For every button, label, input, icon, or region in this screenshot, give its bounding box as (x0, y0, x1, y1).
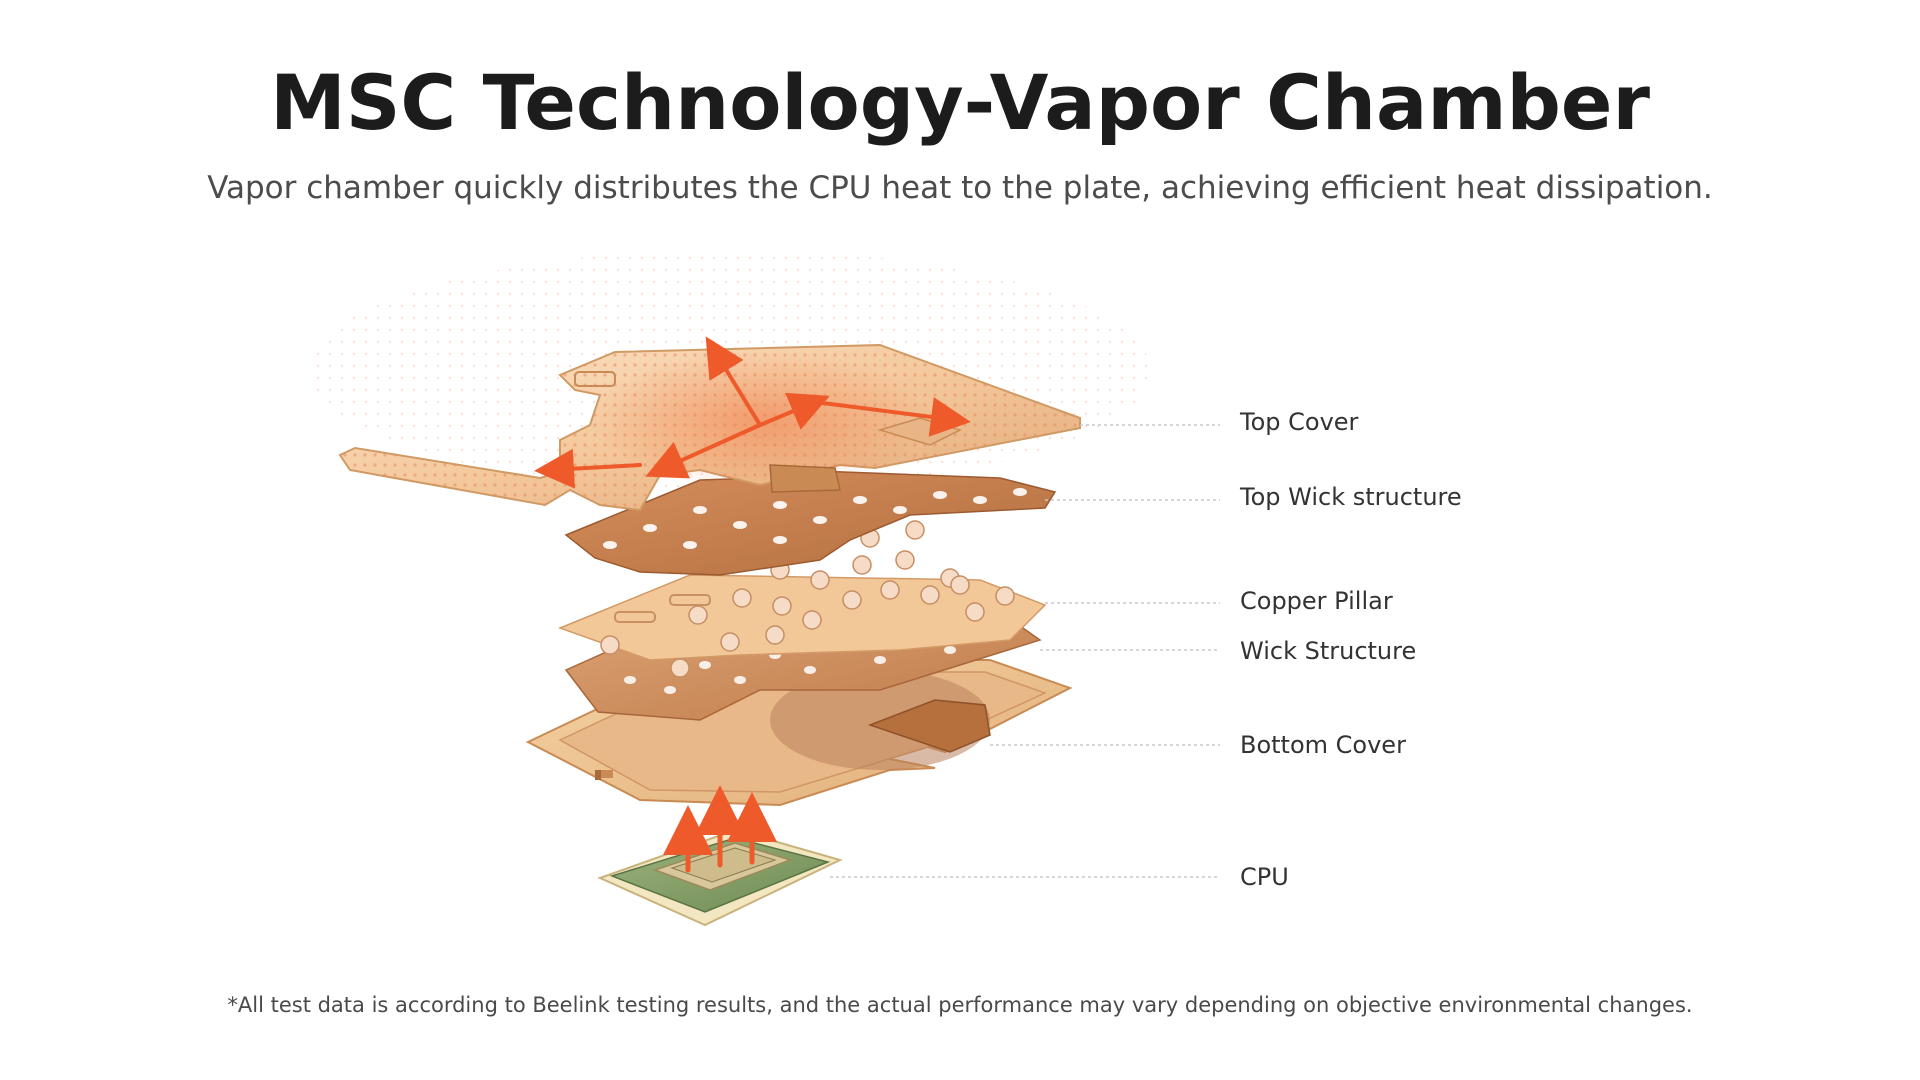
bottom-cover-layer (525, 659, 1073, 807)
page-subtitle: Vapor chamber quickly distributes the CP… (207, 170, 1713, 206)
footnote-disclaimer: *All test data is according to Beelink t… (227, 993, 1693, 1017)
label-copper-pillar: Copper Pillar (1240, 587, 1393, 615)
top-wick-layer (564, 469, 1057, 576)
cpu-chip (597, 828, 843, 927)
label-top-cover: Top Cover (1240, 408, 1359, 436)
leader-lines (830, 424, 1220, 878)
label-top-wick-structure: Top Wick structure (1240, 483, 1462, 511)
pillar-layer-slots (614, 594, 711, 623)
label-bottom-cover: Bottom Cover (1240, 731, 1406, 759)
copper-pillar-layer (557, 520, 1047, 678)
label-cpu: CPU (1240, 863, 1289, 891)
heat-glow (590, 350, 930, 490)
label-wick-structure: Wick Structure (1240, 637, 1417, 665)
cpu-heat-arrows (663, 785, 777, 873)
heat-spread-arrows (534, 336, 971, 489)
copper-pillars (600, 520, 1015, 678)
page-title: MSC Technology-Vapor Chamber (270, 58, 1650, 147)
